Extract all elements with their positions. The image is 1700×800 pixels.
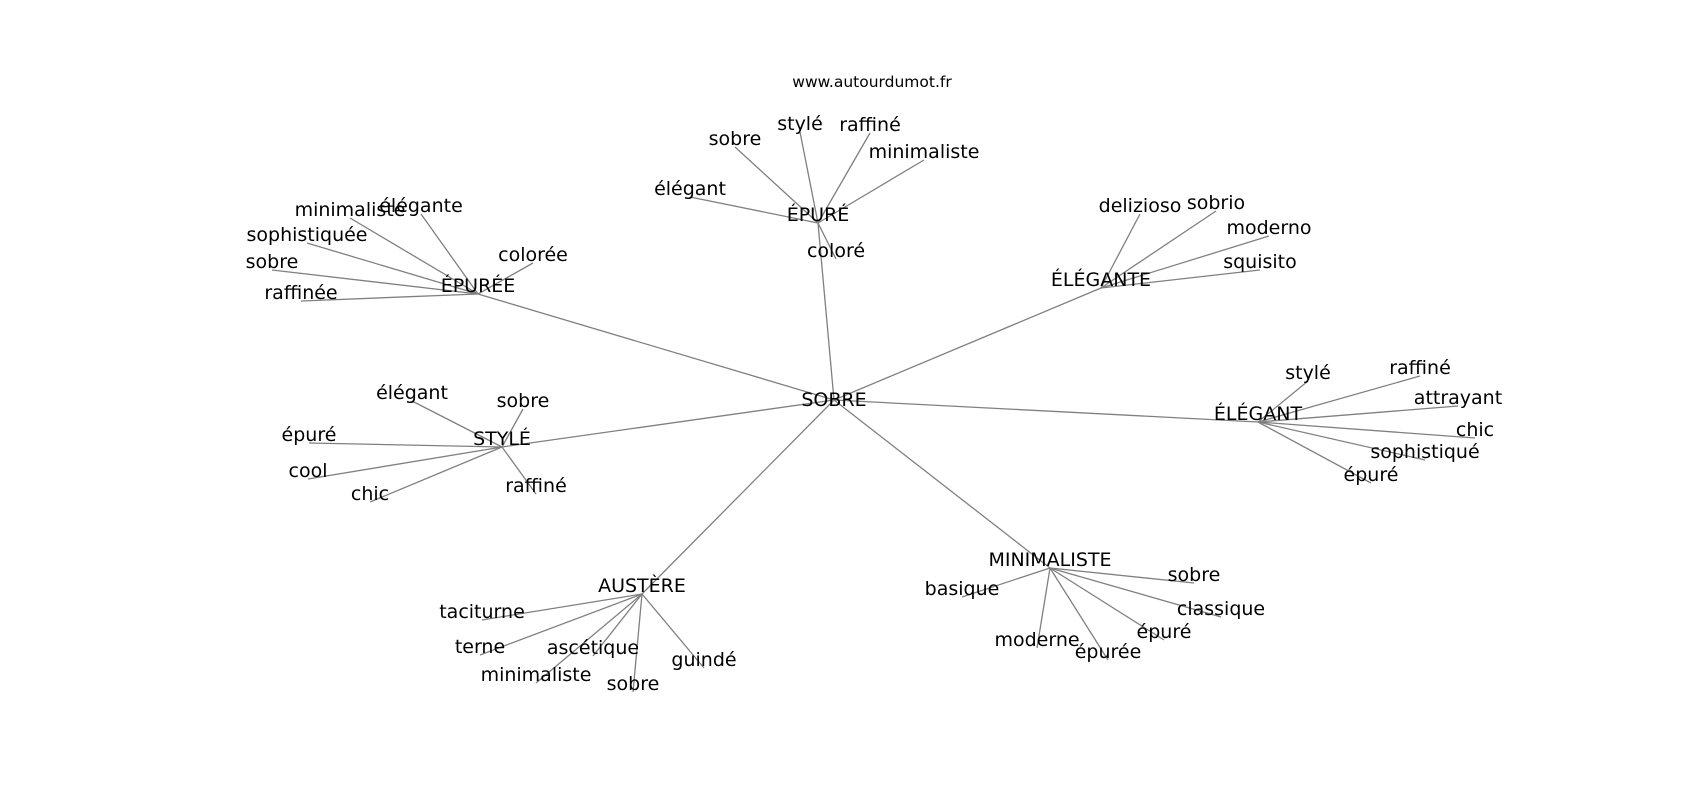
leaf-word-austere[interactable]: sobre [607,673,660,695]
leaf-word-style[interactable]: cool [289,460,328,482]
edge-elegant-leaf [1257,421,1372,484]
edge-epure-leaf [799,131,819,224]
leaf-word-minimaliste[interactable]: épuré [1137,621,1192,643]
edge-sobre-style [501,399,835,448]
leaf-word-style[interactable]: chic [351,483,389,505]
leaf-word-epure[interactable]: minimaliste [869,141,980,163]
edge-epuree-leaf [477,262,534,295]
leaf-word-elegant[interactable]: attrayant [1414,387,1502,409]
edge-minimaliste-leaf [1049,567,1195,584]
leaf-word-epuree[interactable]: colorée [498,244,568,266]
leaf-word-austere[interactable]: ascétique [547,637,639,659]
edge-minimaliste-leaf [1036,567,1051,649]
leaf-word-style[interactable]: raffiné [505,475,567,497]
hub-word-epure[interactable]: ÉPURÉ [787,203,850,226]
edge-elegant-leaf [1257,421,1426,461]
edge-minimaliste-leaf [1049,567,1109,661]
center-word-sobre[interactable]: SOBRE [801,389,866,411]
hub-word-minimaliste[interactable]: MINIMALISTE [988,549,1111,571]
leaf-word-elegante[interactable]: moderno [1226,217,1311,239]
leaf-word-epuree[interactable]: sophistiquée [246,224,367,246]
leaf-word-elegante[interactable]: delizioso [1099,195,1182,217]
leaf-word-style[interactable]: élégant [376,382,448,404]
edge-epuree-leaf [420,213,479,295]
edge-minimaliste-leaf [1049,567,1222,618]
edge-epure-leaf [689,196,819,224]
edge-sobre-epuree [477,293,835,401]
edge-style-leaf [308,442,503,448]
edge-sobre-elegant [833,399,1259,423]
leaf-word-style[interactable]: épuré [282,424,337,446]
leaf-word-minimaliste[interactable]: sobre [1168,564,1221,586]
edge-austere-leaf [481,593,643,621]
edge-style-leaf [501,446,537,495]
hub-word-austere[interactable]: AUSTÈRE [598,574,686,597]
leaf-word-epuree[interactable]: sobre [246,251,299,273]
graph-labels: www.autourdumot.fr élégant sobre stylé raff… [246,73,1503,695]
edge-epuree-leaf [306,242,479,295]
edge-minimaliste-leaf [1049,567,1165,641]
edge-austere-leaf [632,593,643,693]
leaf-word-minimaliste[interactable]: classique [1177,598,1265,620]
edge-austere-leaf [641,593,705,669]
leaf-word-elegant[interactable]: sophistiqué [1370,441,1479,463]
leaf-word-minimaliste[interactable]: basique [925,578,1000,600]
edge-elegante-leaf [1100,213,1141,289]
edge-sobre-austere [641,399,835,595]
edge-elegante-leaf [1100,210,1217,289]
leaf-word-epuree[interactable]: minimaliste [295,199,406,221]
edge-elegant-leaf [1257,421,1476,439]
leaf-word-elegant[interactable]: raffiné [1389,357,1451,379]
edge-sobre-elegante [833,287,1102,401]
leaf-word-epure[interactable]: coloré [807,240,865,262]
edge-style-leaf [411,400,503,448]
hub-word-epuree[interactable]: ÉPURÉE [441,274,516,297]
edge-epure-leaf [734,146,819,224]
leaf-word-elegante[interactable]: squisito [1223,251,1297,273]
hub-word-elegant[interactable]: ÉLÉGANT [1214,402,1303,425]
edge-sobre-minimaliste [833,399,1051,569]
edge-epure-leaf [817,132,871,224]
leaf-word-epuree[interactable]: raffinée [264,282,337,304]
leaf-word-epure[interactable]: sobre [709,128,762,150]
edge-style-leaf [369,446,503,503]
edge-austere-leaf [535,593,643,684]
edge-elegant-leaf [1257,375,1421,423]
edge-austere-leaf [592,593,643,657]
hub-word-elegante[interactable]: ÉLÉGANTE [1051,268,1151,291]
edge-minimaliste-leaf [961,567,1051,598]
leaf-word-elegante[interactable]: sobrio [1187,192,1245,214]
edge-elegant-leaf [1257,380,1309,423]
edge-epuree-leaf [300,293,479,302]
leaf-word-epure[interactable]: stylé [777,113,823,135]
hub-word-style[interactable]: STYLÉ [473,427,531,450]
leaf-word-austere[interactable]: terne [455,636,505,658]
leaf-word-austere[interactable]: minimaliste [481,664,592,686]
leaf-word-minimaliste[interactable]: épurée [1075,641,1142,663]
edge-elegante-leaf [1100,269,1261,289]
leaf-word-elegant[interactable]: stylé [1285,362,1331,384]
edge-epure-leaf [817,159,925,224]
leaf-word-elegant[interactable]: épuré [1344,464,1399,486]
leaf-word-style[interactable]: sobre [497,390,550,412]
edge-elegant-leaf [1257,405,1459,423]
edge-sobre-epure [817,222,835,401]
leaf-word-epuree[interactable]: élégante [379,195,463,217]
leaf-word-elegant[interactable]: chic [1456,419,1494,441]
source-watermark: www.autourdumot.fr [792,73,952,91]
leaf-word-epure[interactable]: élégant [654,178,726,200]
graph-edges [271,131,1476,693]
edge-style-leaf [501,408,524,448]
edge-epure-leaf [817,222,837,260]
leaf-word-epure[interactable]: raffiné [839,114,901,136]
edge-elegante-leaf [1100,235,1270,289]
edge-austere-leaf [479,593,643,656]
edge-epuree-leaf [349,217,479,295]
edge-style-leaf [307,446,503,480]
leaf-word-austere[interactable]: guindé [671,649,736,671]
leaf-word-austere[interactable]: taciturne [439,601,525,623]
edge-epuree-leaf [271,269,479,295]
leaf-word-minimaliste[interactable]: moderne [994,629,1079,651]
